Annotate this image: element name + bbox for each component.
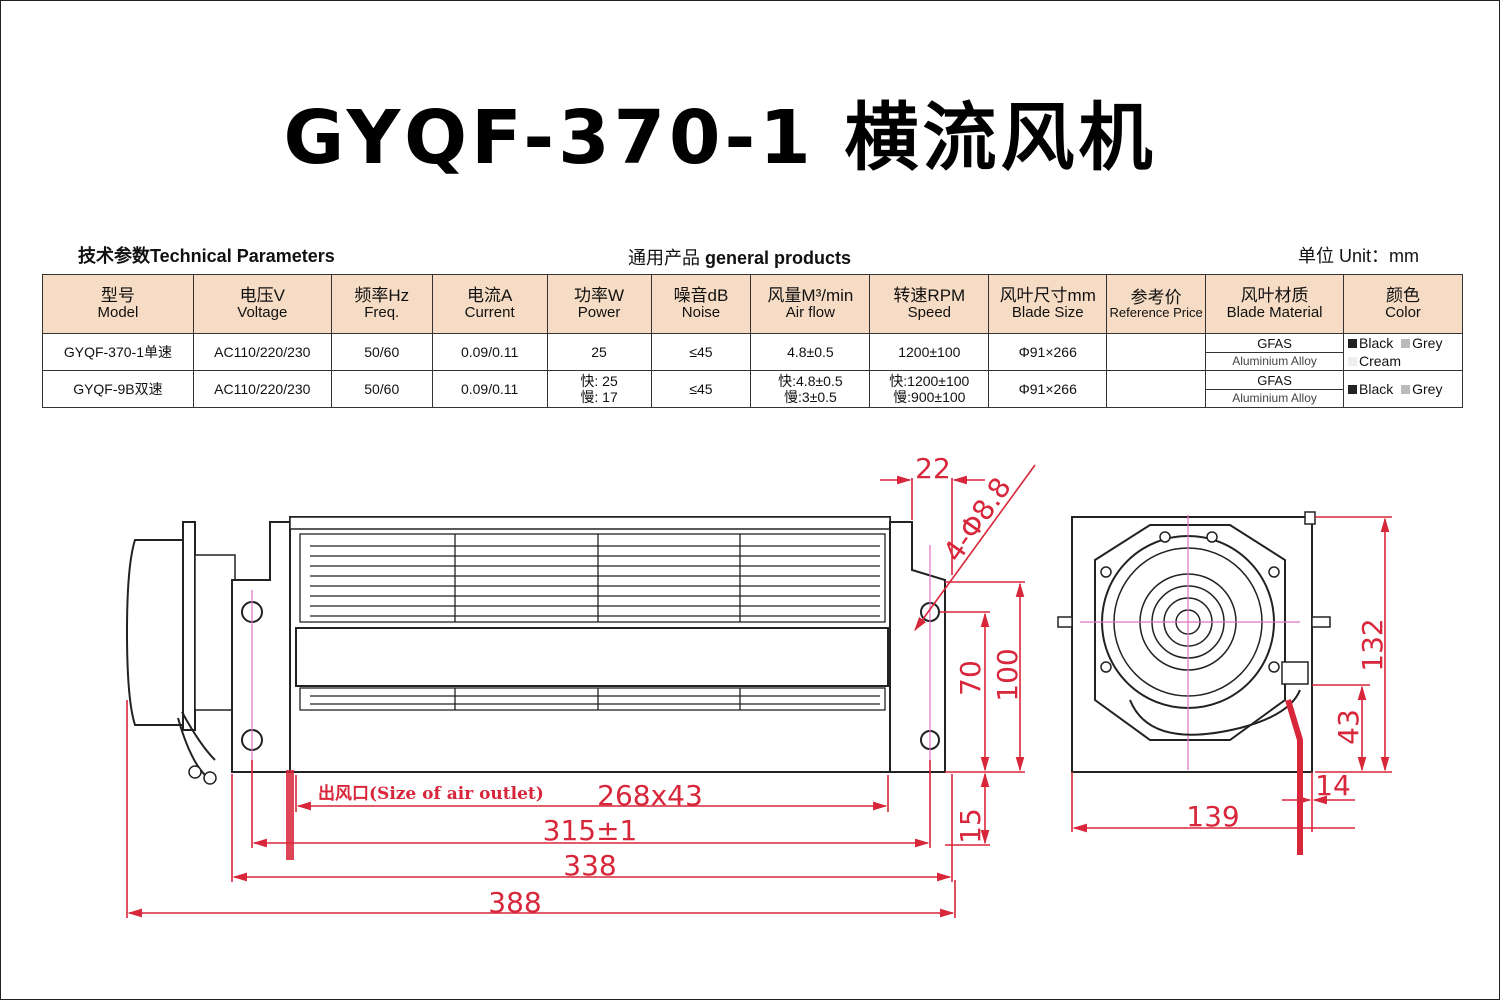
dim-15: 15 (954, 808, 987, 844)
cell-noise: ≤45 (650, 333, 752, 371)
front-dimensions (126, 464, 1036, 918)
impeller-lower (299, 687, 886, 711)
cell-color: Black Grey Cream (1343, 333, 1463, 371)
general-products-en: general products (705, 248, 852, 268)
swatch-cream (1348, 357, 1357, 366)
motor-flange (182, 521, 196, 731)
dim-holes: 4-Φ8.8 (937, 471, 1018, 567)
side-centerlines (1080, 515, 1300, 770)
table-row: GYQF-370-1单速 AC110/220/230 50/60 0.09/0.… (42, 333, 1463, 371)
dim-338: 338 (563, 849, 616, 882)
cable (286, 770, 294, 860)
cell-blade-material: GFAS Aluminium Alloy (1205, 370, 1344, 408)
cell-model: GYQF-9B双速 (42, 370, 194, 408)
table-row: GYQF-9B双速 AC110/220/230 50/60 0.09/0.11 … (42, 370, 1463, 408)
motor-cap (125, 539, 186, 726)
impeller-upper (299, 533, 886, 623)
outlet-band (295, 627, 889, 687)
cell-voltage: AC110/220/230 (192, 370, 332, 408)
side-dimension-labels: 132 43 14 139 (1186, 618, 1389, 833)
motor-body (194, 554, 236, 711)
dim-22: 22 (915, 452, 951, 485)
cell-price (1106, 370, 1207, 408)
page-title: GYQF-370-1 横流风机 (283, 95, 1157, 181)
front-view (125, 516, 946, 860)
cell-freq: 50/60 (330, 370, 433, 408)
swatch-black (1348, 385, 1357, 394)
right-bracket (889, 521, 946, 773)
dim-139: 139 (1186, 800, 1239, 833)
cell-blade-size: Φ91×266 (988, 370, 1108, 408)
cell-model: GYQF-370-1单速 (42, 333, 194, 371)
cell-blade-material: GFAS Aluminium Alloy (1205, 333, 1344, 371)
cable-side (1285, 699, 1303, 855)
unit-label: 单位 Unit：mm (1298, 246, 1419, 266)
dim-268: 268x43 (597, 779, 703, 812)
cell-color: Black Grey (1343, 370, 1463, 408)
dim-43: 43 (1332, 709, 1365, 745)
cell-freq: 50/60 (330, 333, 433, 371)
housing-top-rail (289, 516, 891, 530)
dim-388: 388 (488, 886, 541, 919)
dim-100: 100 (991, 648, 1024, 701)
swatch-grey (1401, 385, 1411, 394)
dim-132: 132 (1356, 618, 1389, 671)
lead-wires (177, 711, 216, 776)
cell-current: 0.09/0.11 (431, 370, 548, 408)
tech-params-label: 技术参数Technical Parameters (78, 246, 335, 266)
swatch-grey (1401, 339, 1411, 348)
dim-14: 14 (1315, 769, 1351, 802)
cell-price (1106, 333, 1207, 371)
swatch-black (1348, 339, 1357, 348)
cell-speed: 1200±100 (869, 333, 990, 371)
cell-current: 0.09/0.11 (431, 333, 548, 371)
centerlines (251, 545, 931, 770)
side-dimensions (1071, 516, 1392, 833)
general-products-cn: 通用产品 (628, 248, 700, 268)
dim-70: 70 (954, 660, 987, 696)
general-products-label: 通用产品 general products (628, 244, 851, 270)
outlet-label: 出风口(Size of air outlet) (318, 783, 544, 804)
dim-315: 315±1 (543, 814, 638, 847)
side-view (1057, 511, 1331, 855)
cell-voltage: AC110/220/230 (192, 333, 332, 371)
